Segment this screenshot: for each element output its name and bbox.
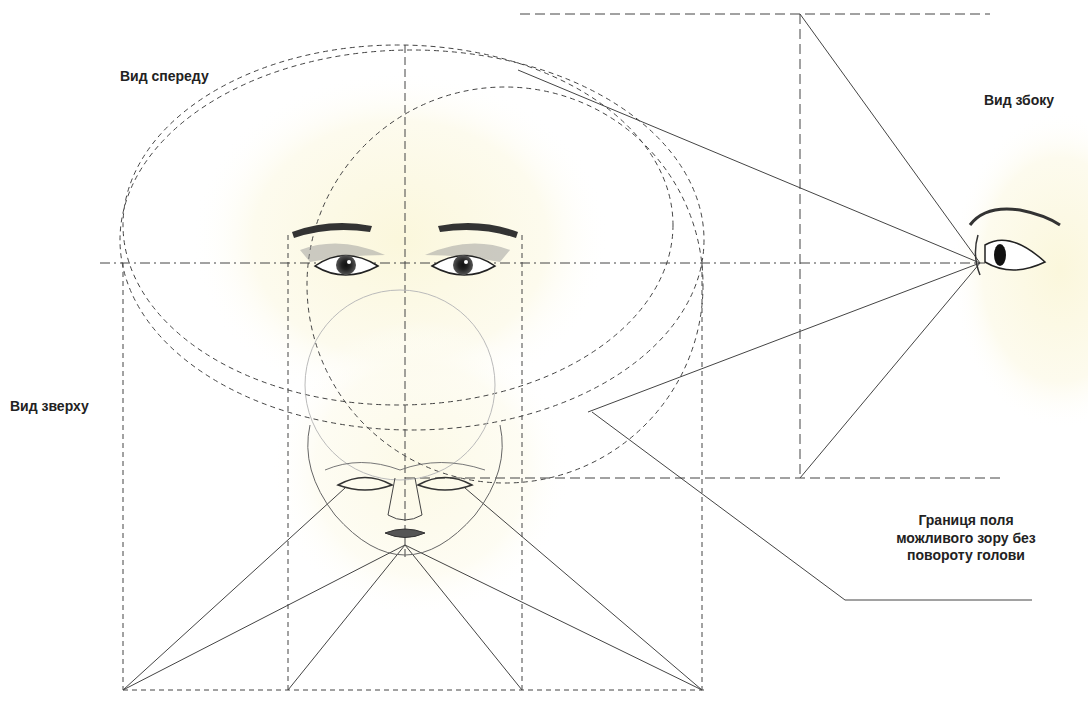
view-label: Вид збоку	[984, 92, 1054, 110]
view-label: Вид зверху	[10, 398, 89, 416]
callout-note: Границя поля можливого зору без повороту…	[880, 512, 1052, 565]
view-label: Вид спереду	[120, 68, 209, 86]
